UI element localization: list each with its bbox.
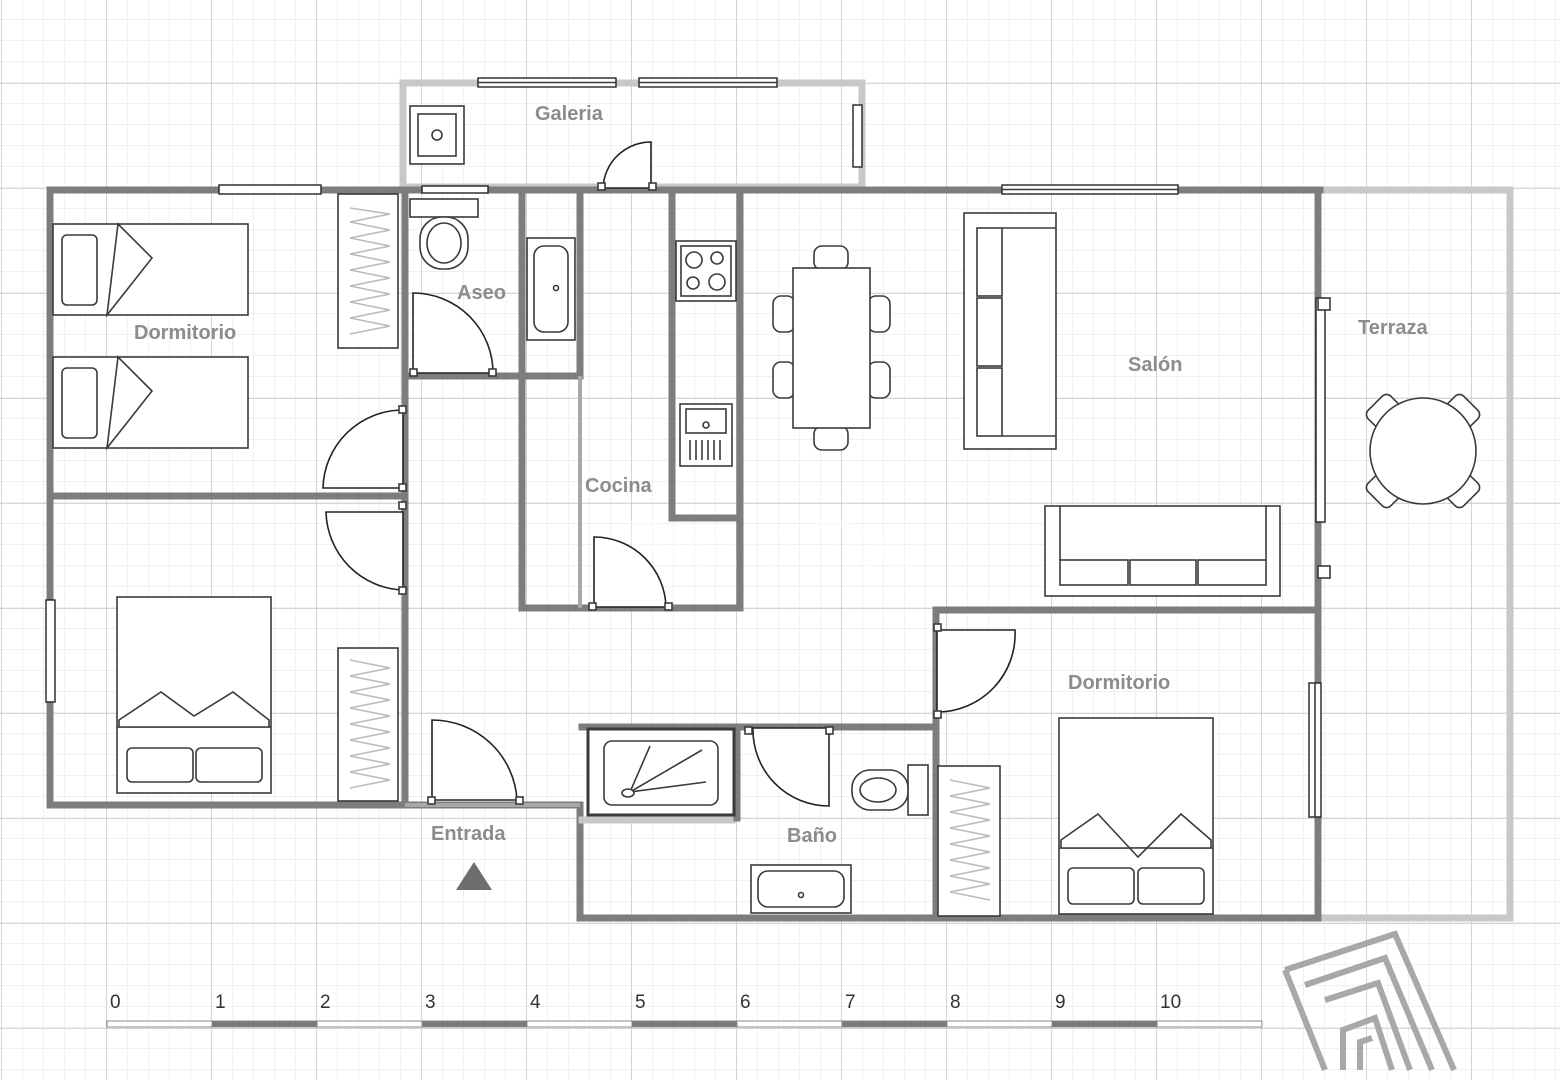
wardrobe-icon [937,765,1001,917]
round-table-icon [1365,393,1481,509]
scale-segment [211,1020,318,1028]
scale-segment [736,1020,843,1028]
room-label-aseo: Aseo [457,282,506,304]
entrance-arrow-icon [456,862,492,890]
scale-segment [106,1020,213,1028]
kitchen-sink-icon [679,403,733,467]
scale-segment [946,1020,1053,1028]
doors [322,141,1016,807]
windows [45,77,1331,818]
scale-label: 2 [320,992,331,1013]
scale-segment [1156,1020,1263,1028]
sofa-icon [963,212,1057,450]
door-galeria [602,141,652,189]
room-label-dormitorio-2: Dormitorio [1068,672,1170,694]
scale-segment [526,1020,633,1028]
washbasin-icon [526,237,576,341]
scale-segment [1051,1020,1158,1028]
scale-segment [316,1020,423,1028]
scale-label: 6 [740,992,751,1013]
single-bed-icon [52,222,249,318]
room-label-dormitorio-1: Dormitorio [134,322,236,344]
window-terraza-door [1315,297,1326,523]
room-label-bano: Baño [787,825,837,847]
dining-table-icon [772,245,891,451]
room-label-cocina: Cocina [585,475,653,497]
toilet-icon [851,764,929,816]
shower-tray-icon [586,727,736,817]
double-bed-icon [1058,717,1214,915]
scale-label: 7 [845,992,856,1013]
scale-segment [421,1020,528,1028]
door-dormitorio-2 [325,511,404,591]
room-labels: Galeria Aseo Dormitorio Cocina Salón Ter… [134,103,1429,847]
cooktop-icon [675,240,737,302]
scale-label: 1 [215,992,226,1013]
scale-label: 3 [425,992,436,1013]
room-label-salon: Salón [1128,354,1182,376]
washbasin-icon [750,864,852,914]
wardrobe-icon [337,647,399,802]
window-dormitorio-1 [218,184,322,195]
utility-sink-icon [409,105,465,165]
window-aseo [421,185,489,194]
door-bano [752,727,830,807]
door-dormitorio-1 [322,409,404,489]
room-label-terraza: Terraza [1358,317,1429,339]
scale-label: 5 [635,992,646,1013]
door-dormitorio-3 [936,629,1016,713]
wardrobe-icon [337,193,399,349]
scale-label: 9 [1055,992,1066,1013]
scale-label: 0 [110,992,121,1013]
toilet-icon [409,198,479,270]
scale-label: 4 [530,992,541,1013]
room-label-galeria: Galeria [535,103,604,125]
scale-segment [631,1020,738,1028]
door-entrada [431,719,518,801]
scale-label: 8 [950,992,961,1013]
scale-label: 10 [1160,992,1181,1013]
scale-segment [841,1020,948,1028]
single-bed-icon [52,355,249,451]
window-galeria-side [852,104,863,168]
agency-logo-icon [1282,930,1457,1072]
room-label-entrada: Entrada [431,823,506,845]
furniture [52,105,1481,917]
scale-bar: 0 1 2 3 4 5 6 7 8 9 10 [106,992,1263,1028]
window-dormitorio-2 [45,599,56,703]
double-bed-icon [116,596,272,794]
sofa-icon [1044,505,1281,597]
